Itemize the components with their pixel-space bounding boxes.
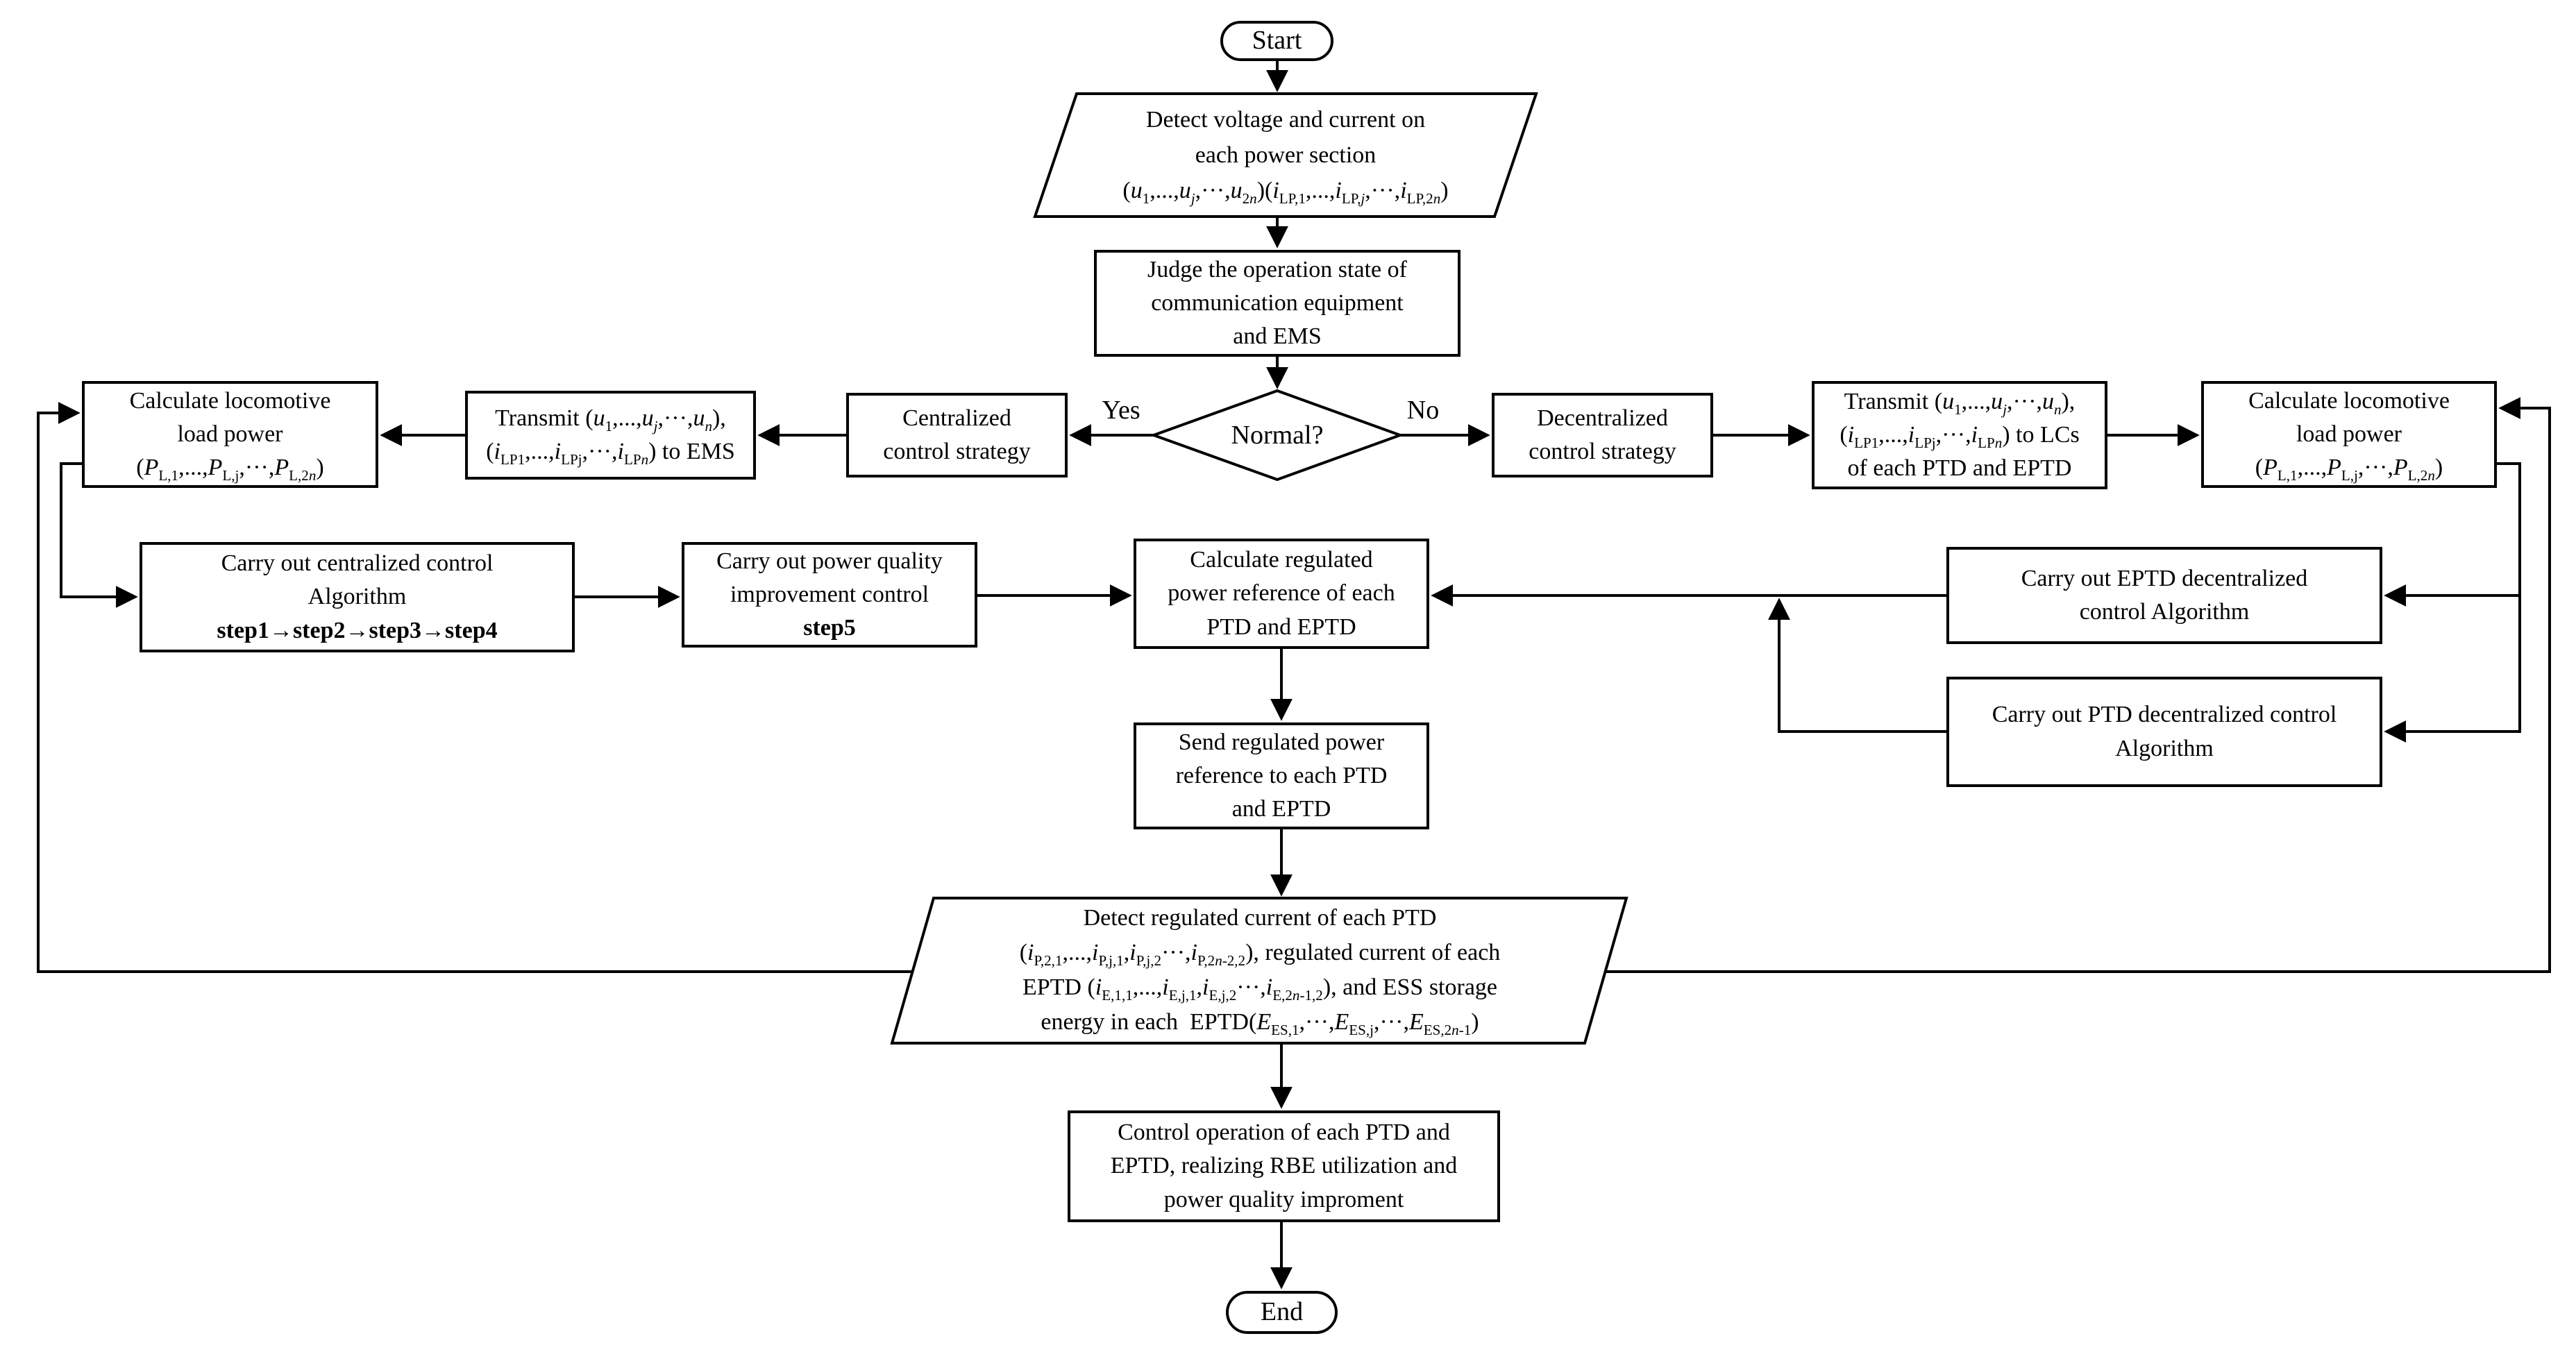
connector-calc-load-left-to-carry-centralized	[60, 462, 138, 608]
carry-ptd-decentralized-step: Carry out PTD decentralized control Algo…	[1946, 677, 2382, 787]
start-terminal: Start	[1220, 21, 1333, 61]
connector-calc-load-right-to-carry-ptd	[2384, 462, 2521, 743]
end-terminal: End	[1226, 1291, 1338, 1334]
transmit-to-lcs-step: Transmit (u1,...,uj,···,un),(iLP1,...,iL…	[1812, 381, 2107, 489]
decision-yes-label: Yes	[1102, 396, 1140, 425]
send-regulated-power-step: Send regulated power reference to each P…	[1134, 722, 1429, 829]
connector-feedback-right	[1606, 397, 2551, 973]
detect-output-parallelogram	[890, 897, 1628, 1045]
connector-carry-ptd-join	[1768, 598, 1946, 733]
carry-eptd-decentralized-step: Carry out EPTD decentralized control Alg…	[1946, 547, 2382, 644]
centralized-strategy-step: Centralized control strategy	[846, 393, 1068, 477]
control-operation-step: Control operation of each PTD and EPTD, …	[1068, 1110, 1500, 1222]
connector-feedback-left	[37, 402, 913, 973]
detect-output-step: Detect regulated current of each PTD(iP,…	[1019, 905, 1501, 1038]
decision-no-label: No	[1406, 396, 1440, 425]
judge-operation-state-step: Judge the operation state of communicati…	[1094, 250, 1460, 357]
calc-regulated-power-step: Calculate regulated power reference of e…	[1134, 539, 1429, 649]
transmit-to-ems-step: Transmit (u1,...,uj,···,un),(iLP1,...,iL…	[465, 391, 756, 480]
normal-decision-label: Normal?	[1231, 421, 1324, 450]
detect-input-parallelogram	[1033, 92, 1538, 218]
decentralized-strategy-step: Decentralized control strategy	[1492, 393, 1713, 477]
